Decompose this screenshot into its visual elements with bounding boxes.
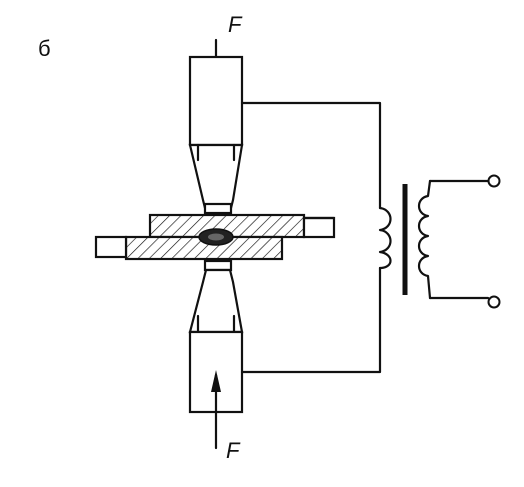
force-label-top: F [228, 12, 243, 37]
secondary-coil [378, 206, 392, 270]
terminal-bottom [487, 295, 501, 309]
lower-sheet [94, 235, 284, 261]
panel-label: б [38, 36, 51, 61]
primary-coil [417, 179, 490, 300]
upper-sheet [148, 213, 336, 239]
circuit-wires [240, 101, 382, 374]
terminal-top [487, 174, 501, 188]
force-label-bottom: F [226, 438, 241, 463]
upper-electrode [188, 55, 244, 215]
weld-nugget [198, 228, 234, 246]
bottom-force-arrow [211, 370, 221, 450]
